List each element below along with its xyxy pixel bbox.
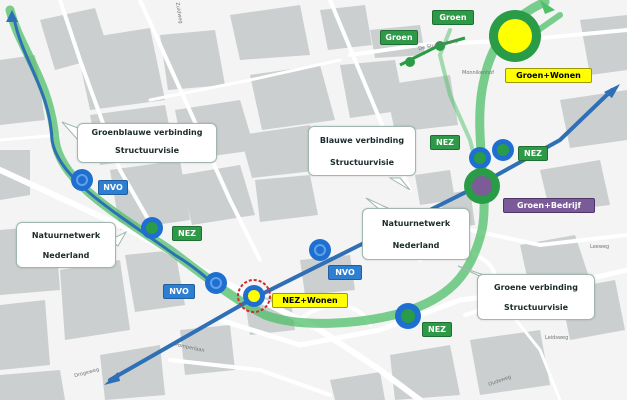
callout-groenblauwe-verbinding: Groenblauwe verbinding Structuurvisie xyxy=(77,123,217,163)
street-label-3: Monnikenhof xyxy=(462,70,495,76)
marker-label-nvo-3[interactable]: NVO xyxy=(328,265,362,280)
callout-blauwe-line1: Blauwe verbinding xyxy=(319,136,405,145)
groen-wonen-inner-marker[interactable] xyxy=(498,19,532,53)
nvo-marker-1-core xyxy=(76,174,88,186)
nez-marker-inner-2[interactable] xyxy=(497,144,509,156)
nez-marker-inner-1[interactable] xyxy=(474,152,486,164)
groen-node-2[interactable] xyxy=(435,41,445,51)
callout-natuurnetwerk-right: Natuurnetwerk Nederland xyxy=(362,208,470,260)
street-label-4: Leeweg xyxy=(590,244,610,250)
marker-label-nez-wonen[interactable]: NEZ+Wonen xyxy=(272,293,348,308)
callout-groene-verbinding: Groene verbinding Structuurvisie xyxy=(477,274,595,320)
marker-label-nez-2[interactable]: NEZ xyxy=(518,146,548,161)
callout-groenblauwe-line1: Groenblauwe verbinding xyxy=(91,128,203,137)
blue-arrow-head-left xyxy=(104,372,120,385)
street-label-5: Leidsweg xyxy=(545,335,569,341)
callout-natuurnetwerk-right-line2: Nederland xyxy=(392,241,440,250)
blue-arrow-head-right xyxy=(604,84,620,98)
callout-natuurnetwerk-left-line2: Nederland xyxy=(42,251,90,260)
groen-bedrijf-inner-marker[interactable] xyxy=(472,176,492,196)
marker-label-nvo-2[interactable]: NVO xyxy=(163,284,195,299)
marker-label-nez-1[interactable]: NEZ xyxy=(430,135,460,150)
nez-marker-inner-3[interactable] xyxy=(146,222,158,234)
nez-wonen-dashed-ring xyxy=(237,279,271,313)
callout-groene-line1: Groene verbinding xyxy=(494,283,578,292)
marker-label-nvo-1[interactable]: NVO xyxy=(98,180,128,195)
callout-natuurnetwerk-left: Natuurnetwerk Nederland xyxy=(16,222,116,268)
nvo-marker-3-core xyxy=(314,244,326,256)
marker-label-nez-3[interactable]: NEZ xyxy=(172,226,202,241)
callout-natuurnetwerk-left-line1: Natuurnetwerk xyxy=(31,231,101,240)
green-arrow-head xyxy=(540,0,555,14)
callout-blauwe-verbinding: Blauwe verbinding Structuurvisie xyxy=(308,126,416,176)
marker-label-groen-1[interactable]: Groen xyxy=(380,30,418,45)
callout-groene-line2: Structuurvisie xyxy=(503,303,568,312)
callout-natuurnetwerk-right-line1: Natuurnetwerk xyxy=(381,219,451,228)
nez-marker-inner-4[interactable] xyxy=(401,309,415,323)
blue-arrow-head-top xyxy=(6,10,18,22)
callout-blauwe-line2: Structuurvisie xyxy=(329,158,394,167)
callout-groenblauwe-line2: Structuurvisie xyxy=(114,146,179,155)
marker-label-groen-2[interactable]: Groen xyxy=(432,10,474,25)
marker-label-groen-wonen[interactable]: Groen+Wonen xyxy=(505,68,592,83)
marker-label-groen-bedrijf[interactable]: Groen+Bedrijf xyxy=(503,198,595,213)
marker-label-nez-4[interactable]: NEZ xyxy=(422,322,452,337)
groen-node-1[interactable] xyxy=(405,57,415,67)
nvo-marker-2-core xyxy=(210,277,222,289)
nez-wonen-inner-marker[interactable] xyxy=(248,290,260,302)
